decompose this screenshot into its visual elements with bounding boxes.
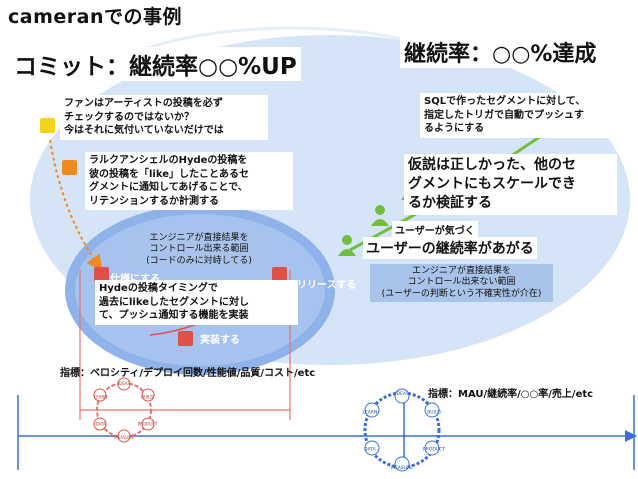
cycle-label: DATA bbox=[95, 422, 106, 427]
validation-note: 仮説は正しかった、他のセ グメントにもスケールでき るか検証する bbox=[404, 154, 617, 215]
sql-line: 指定したトリガで自動でプッシュす bbox=[424, 109, 584, 121]
red-marker-2 bbox=[272, 267, 287, 282]
metrics-right: 指標：MAU/継続率/○○率/売上/etc bbox=[428, 389, 594, 400]
yellow-marker bbox=[40, 118, 55, 133]
cycle-label: MEASURE bbox=[114, 435, 134, 440]
user-icon-2 bbox=[371, 205, 389, 226]
implementation-line: て、プッシュ通知する機能を実装 bbox=[99, 310, 249, 321]
implement-label: 実装する bbox=[200, 335, 240, 346]
cycle-label: MEASURE bbox=[391, 465, 413, 471]
scope-line: エンジニアが直接結果を bbox=[411, 266, 511, 276]
cycle-label: PRODUCT bbox=[423, 447, 445, 453]
hypothesis-note: ファンはアーティストの投稿を必ず チェックするのではないか？ 今はそれに気付いて… bbox=[60, 95, 268, 140]
sql-line: るようにする bbox=[424, 123, 485, 134]
experiment-line: 彼の投稿を「like」したことあるセ bbox=[89, 168, 250, 180]
user-notices-label: ユーザーが気づく bbox=[392, 221, 478, 238]
experiment-line: リテンションするか計測する bbox=[89, 195, 219, 207]
experiment-line: ラルクアンシェルのHydeの投稿を bbox=[89, 155, 248, 166]
commit-label: コミット：継続率○○%UP bbox=[10, 47, 301, 81]
sql-line: SQLで作ったセグメントに対して、 bbox=[424, 96, 586, 107]
cycle-label: BUILD bbox=[427, 410, 441, 416]
implementation-note: Hydeの投稿タイミングで 過去にlikeしたセグメントに対し て、プッシュ通知… bbox=[95, 280, 298, 325]
implementation-line: 過去にlikeしたセグメントに対し bbox=[99, 296, 250, 308]
build-measure-learn-cycle-right bbox=[363, 388, 441, 472]
cycle-label: IDEAS bbox=[118, 381, 131, 386]
metrics-left: 指標：ベロシティ/デプロイ回数/性能値/品質/コスト/etc bbox=[60, 368, 316, 379]
red-marker-3 bbox=[178, 331, 193, 346]
experiment-line: グメントに通知してあげることで、 bbox=[89, 182, 248, 193]
cycle-label: BUILD bbox=[141, 395, 153, 400]
hypothesis-line: 今はそれに気付いていないだけでは bbox=[64, 125, 224, 136]
validation-line: るか検証する bbox=[408, 194, 492, 211]
scope-line: コントロール出来ない範囲 bbox=[407, 277, 516, 288]
scope-line: (ユーザーの判断という不確実性が介在) bbox=[381, 288, 542, 299]
page-title: cameranでの事例 bbox=[8, 6, 182, 28]
validation-line: グメントにもスケールでき bbox=[408, 175, 576, 192]
red-marker-1 bbox=[94, 267, 109, 282]
implementation-line: Hydeの投稿タイミングで bbox=[99, 283, 218, 294]
engineer-indirect-scope: エンジニアが直接結果を コントロール出来ない範囲 (ユーザーの判断という不確実性… bbox=[370, 264, 553, 302]
cycle-label: LEARN bbox=[94, 395, 107, 400]
orange-marker bbox=[62, 160, 77, 175]
build-measure-learn-cycle-left bbox=[93, 377, 155, 443]
process-arrow bbox=[49, 139, 103, 272]
goal-label: 継続率：○○%達成 bbox=[400, 36, 601, 68]
retention-up-label: ユーザーの継続率があがる bbox=[363, 237, 537, 259]
hypothesis-line: チェックするのではないか？ bbox=[64, 111, 194, 123]
cycle-label: DATA bbox=[364, 447, 377, 453]
sql-note: SQLで作ったセグメントに対して、 指定したトリガで自動でプッシュす るようにす… bbox=[420, 93, 628, 138]
experiment-note: ラルクアンシェルのHydeの投稿を 彼の投稿を「like」したことあるセ グメン… bbox=[85, 152, 293, 210]
release-label: リリースする bbox=[297, 280, 357, 291]
cycle-label: LEARN bbox=[362, 410, 377, 416]
engineer-direct-scope: エンジニアが直接結果を コントロール出来る範囲 (コードのみに対峙してる) bbox=[130, 231, 268, 269]
scope-line: (コードのみに対峙してる) bbox=[146, 255, 252, 266]
user-icon-1 bbox=[338, 235, 356, 256]
validation-line: 仮説は正しかった、他のセ bbox=[408, 157, 576, 173]
cycle-label: PRODUCT bbox=[138, 422, 158, 427]
spec-label: 仕様にする bbox=[110, 270, 160, 285]
cycle-label: IDEAS bbox=[395, 391, 409, 397]
scope-line: エンジニアが直接結果を bbox=[149, 233, 249, 243]
scope-line: コントロール出来る範囲 bbox=[149, 244, 249, 255]
hypothesis-line: ファンはアーティストの投稿を必ず bbox=[64, 98, 223, 109]
